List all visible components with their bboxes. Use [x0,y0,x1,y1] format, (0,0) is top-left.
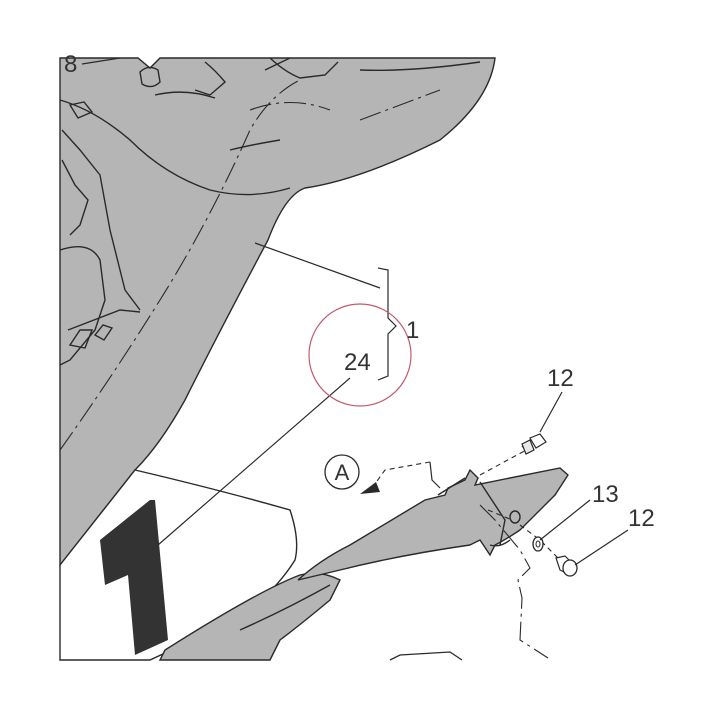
side-fairing-piece [297,467,569,581]
leader-12-upper [539,391,563,433]
callout-leaders [81,57,629,566]
view-marker-label: A [335,460,350,485]
race-number-decal [100,500,168,655]
screw-12-lower [555,555,578,577]
highlight-circle [308,303,412,407]
decal-numeral-1 [100,500,168,655]
leader-24 [157,377,351,546]
washer-13 [532,536,544,552]
callout-8: 8 [64,51,77,78]
callout-12-upper: 12 [547,365,574,392]
callout-24: 24 [344,349,371,376]
leader-13 [539,499,591,541]
fastener-axis-line [479,504,549,659]
lower-right-bodywork [389,651,463,661]
callout-13: 13 [592,481,619,508]
screw-12-upper [521,433,547,455]
lower-side-panel [59,469,341,661]
view-marker-a: A [324,454,360,490]
callout-1: 1 [406,317,419,344]
leader-12-lower [574,529,629,566]
leader-1 [254,242,381,289]
leader-8 [81,57,121,65]
callout-12-lower: 12 [628,505,655,532]
view-a-direction-line [371,461,431,489]
mounting-hole [509,510,521,524]
assembly-lines [360,447,561,659]
upper-fairing-panel [59,57,496,568]
view-a-arrowhead [360,482,380,494]
bracket-1 [377,267,397,381]
